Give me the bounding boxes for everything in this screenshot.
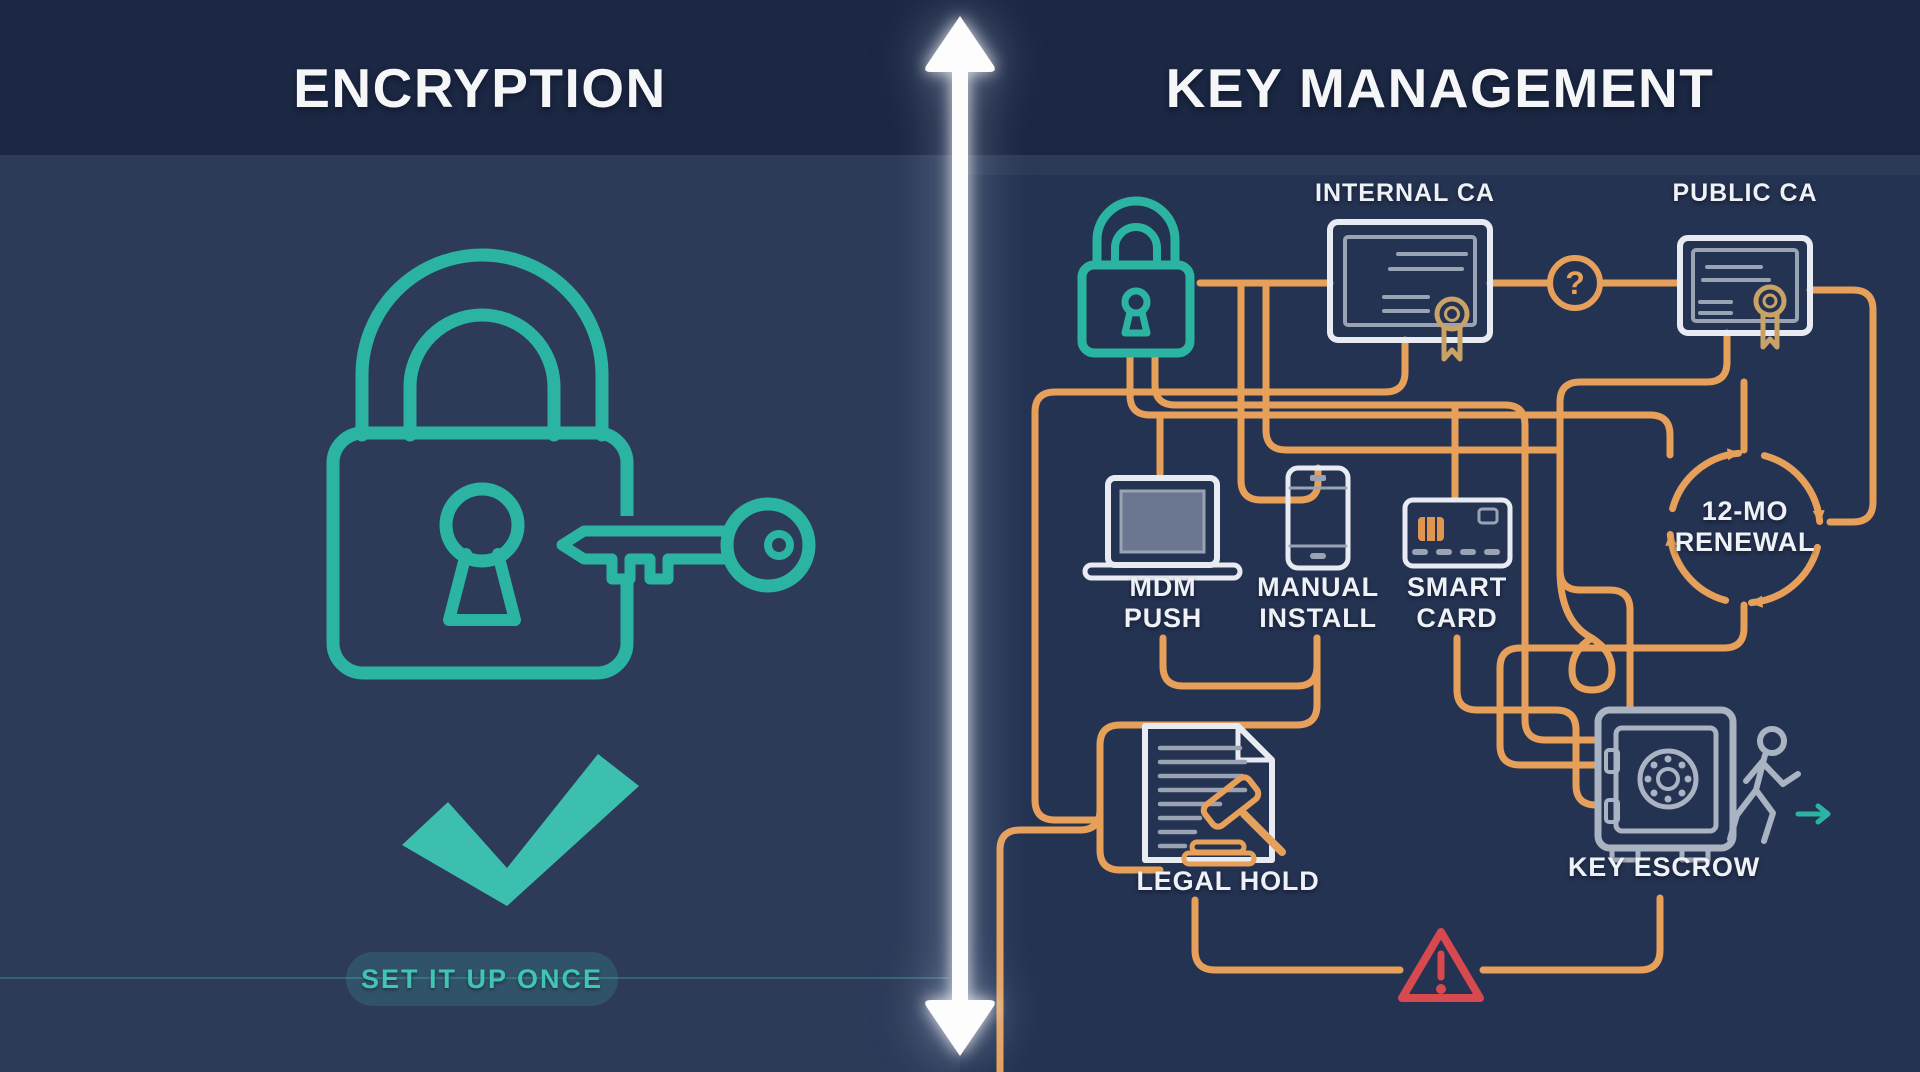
warning-triangle-icon bbox=[1398, 928, 1484, 1002]
encryption-title: ENCRYPTION bbox=[293, 57, 667, 119]
internal-ca-label: INTERNAL CA bbox=[1315, 179, 1495, 207]
public-ca-certificate-icon bbox=[1677, 235, 1813, 350]
public-ca-label: PUBLIC CA bbox=[1672, 179, 1818, 207]
checkmark-icon bbox=[402, 754, 639, 906]
exit-arrow-icon bbox=[1795, 803, 1831, 825]
mdm-push-label: MDM PUSH bbox=[1123, 572, 1203, 633]
padlock-with-key-icon bbox=[326, 248, 816, 680]
teal-divider-line bbox=[0, 977, 948, 979]
smartphone-icon bbox=[1285, 465, 1351, 571]
encryption-panel bbox=[0, 155, 960, 1072]
right-panel-top-band bbox=[960, 155, 1920, 175]
question-icon: ? bbox=[1547, 255, 1603, 311]
legal-hold-label: LEGAL HOLD bbox=[1136, 866, 1320, 896]
divider-arrow-icon bbox=[925, 16, 995, 1056]
internal-ca-certificate-icon bbox=[1327, 219, 1493, 362]
smart-card-icon bbox=[1402, 497, 1513, 569]
safe-icon bbox=[1594, 706, 1737, 863]
smart-card-label: SMART CARD bbox=[1407, 572, 1507, 633]
walking-person-icon bbox=[1727, 726, 1801, 844]
encryption-illustration bbox=[326, 248, 816, 906]
renewal-cycle-icon bbox=[1665, 448, 1825, 608]
manual-install-label: MANUAL INSTALL bbox=[1257, 572, 1379, 633]
key-management-title: KEY MANAGEMENT bbox=[1165, 57, 1715, 119]
key-escrow-label: KEY ESCROW bbox=[1567, 852, 1761, 882]
key-management-illustration bbox=[996, 196, 1877, 1072]
renewal-label: 12-MO RENEWAL bbox=[1674, 496, 1816, 557]
padlock-icon bbox=[1077, 196, 1195, 358]
document-gavel-icon bbox=[1142, 723, 1286, 867]
connector-wires bbox=[996, 279, 1877, 1072]
laptop-icon bbox=[1082, 475, 1243, 581]
set-it-up-once-badge: SET IT UP ONCE bbox=[346, 952, 618, 1006]
